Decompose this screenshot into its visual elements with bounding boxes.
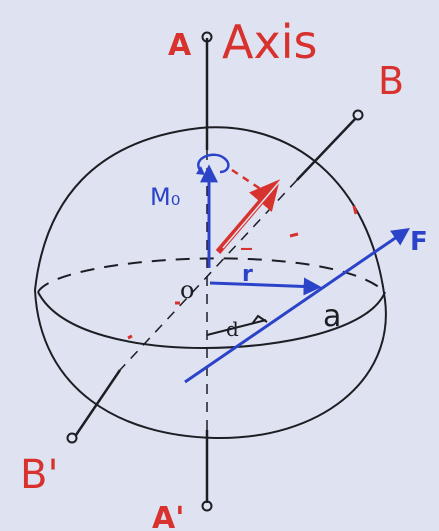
equator-back — [37, 257, 386, 293]
curved-arrow-icon — [197, 153, 230, 174]
red-tick-1 — [289, 232, 299, 238]
force-label: F — [410, 227, 428, 257]
position-vector-r-bar: ‾ — [241, 246, 252, 271]
distance-line-d — [206, 319, 267, 336]
moment-projection-dashes — [231, 168, 263, 192]
position-vector-label: r — [242, 262, 253, 287]
diagonal-axis-top — [296, 117, 357, 181]
red-tick-4 — [127, 334, 133, 340]
sphere-outline — [33, 126, 387, 440]
point-B-prime-label: B' — [20, 452, 58, 498]
angle-label: d — [226, 317, 239, 341]
point-B-label: B — [378, 59, 404, 103]
point-a-label: a — [323, 299, 341, 334]
point-A-prime-dot — [201, 500, 213, 512]
point-A-dot — [201, 31, 213, 43]
moment-vector-red-inner — [222, 180, 281, 249]
origin-label: o — [180, 276, 194, 304]
point-A-prime-label: A' — [152, 501, 184, 531]
diagonal-axis-bottom — [74, 369, 122, 436]
axis-title: Axis — [222, 15, 317, 69]
force-vector-F — [184, 227, 410, 384]
curved-arrow-head — [196, 166, 205, 175]
point-B-prime-dot — [66, 432, 78, 444]
point-B-dot — [352, 109, 364, 121]
point-A-label: A — [168, 28, 192, 63]
position-vector-r — [209, 277, 322, 296]
red-tick-2 — [352, 205, 358, 215]
moment-vector-red — [215, 179, 280, 254]
equator-front — [37, 291, 386, 350]
right-angle-icon — [251, 314, 268, 325]
moment-label: M₀ — [150, 183, 180, 211]
